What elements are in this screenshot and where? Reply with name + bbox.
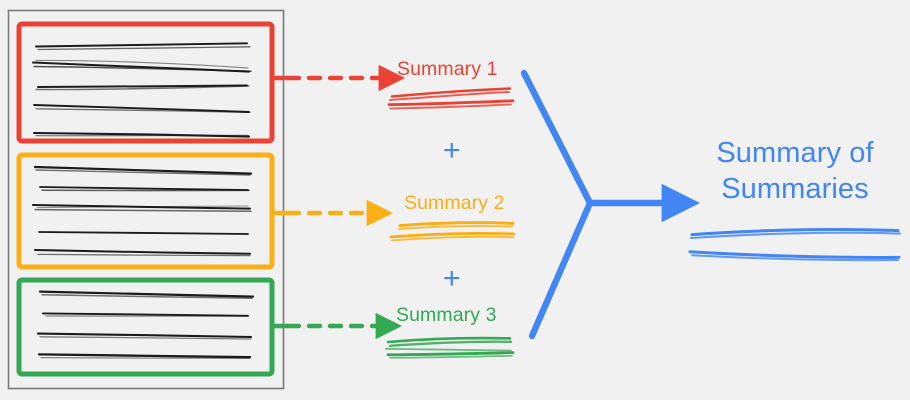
source-document-2[interactable] [16, 152, 275, 270]
final-output-label: Summary of Summaries [690, 135, 900, 207]
final-output-line-1: Summary of [716, 137, 874, 169]
doc-1-border [16, 21, 275, 144]
summary-1-underlines [387, 87, 515, 110]
doc-3-text-lines [36, 290, 255, 359]
final-output-underlines [688, 228, 902, 262]
merge-branch-top [520, 69, 594, 207]
plus-operator-1: + [443, 134, 461, 167]
merge-branch-bottom [528, 199, 594, 340]
summary-3-underlines [385, 336, 515, 359]
summary-1-label: Summary 1 [397, 58, 498, 80]
source-document-3[interactable] [16, 277, 275, 377]
merge-connector [520, 69, 594, 340]
doc-1-text-lines [32, 42, 252, 138]
source-document-1[interactable] [16, 21, 275, 144]
summary-2-label: Summary 2 [404, 192, 505, 214]
summary-2-underlines [389, 221, 516, 242]
final-output-line-2: Summaries [721, 173, 869, 205]
summary-3-label: Summary 3 [396, 304, 497, 326]
plus-operator-2: + [443, 262, 461, 295]
doc-2-text-lines [32, 165, 253, 257]
